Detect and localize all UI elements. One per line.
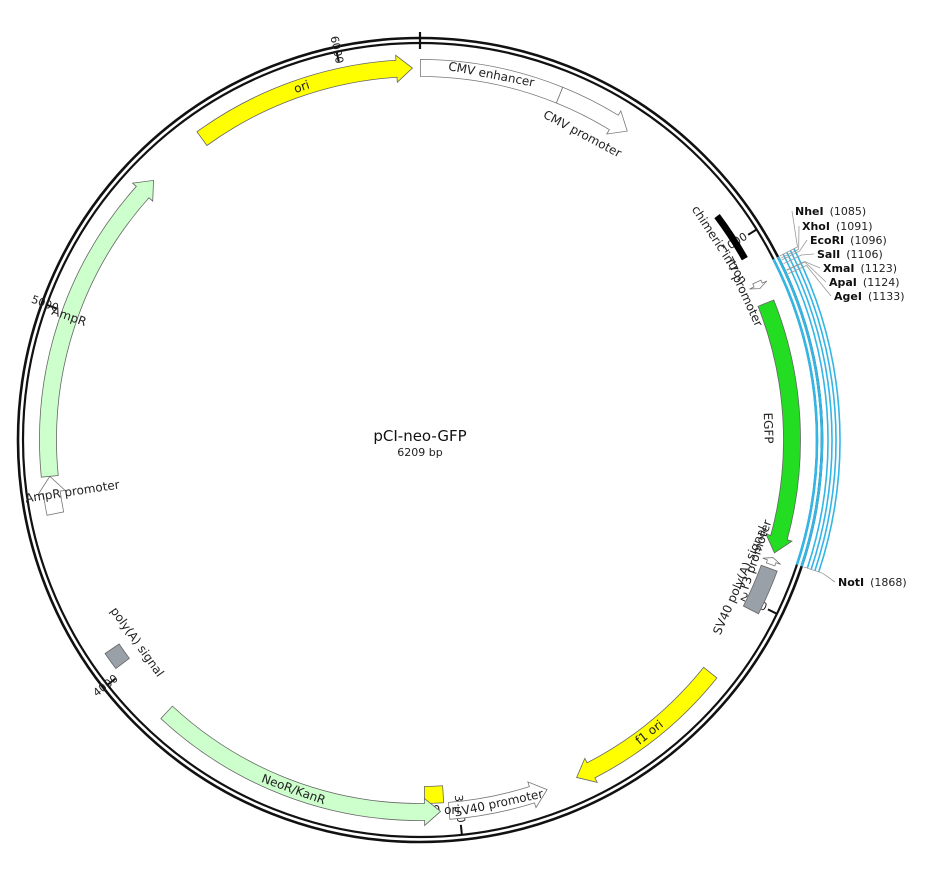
site-position: (1091): [836, 220, 873, 233]
site-position: (1085): [830, 205, 867, 218]
plasmid-length: 6209 bp: [397, 446, 442, 459]
site-leader-line: [781, 239, 808, 261]
site-name: XhoI: [802, 220, 830, 233]
site-position: (1096): [850, 234, 887, 247]
site-position: (1868): [870, 576, 907, 589]
tick-mark: [767, 608, 778, 615]
site-name: EcoRI: [810, 234, 844, 247]
f1-ori-arrow: [576, 666, 718, 783]
ori-arrow: [196, 54, 414, 147]
tick-mark: [46, 303, 57, 310]
mcs-backbone-highlight: [772, 258, 819, 566]
site-leader-line: [788, 264, 832, 297]
site-leader-line: [803, 566, 836, 583]
site-position: (1124): [863, 276, 900, 289]
ampr-promoter-arrow: [37, 475, 66, 516]
chimeric-intron-arrow: [714, 214, 748, 261]
cmv-promoter-arrow: [555, 86, 628, 135]
t7-promoter-label: T7 promoter: [722, 254, 766, 329]
site-name: AgeI: [834, 290, 862, 303]
mcs-region: [772, 248, 841, 573]
mcs-arc-line: [786, 252, 833, 570]
egfp-label: EGFP: [761, 412, 776, 443]
neor-kanr-arrow: [160, 705, 442, 827]
mcs-arc-line: [789, 250, 837, 571]
tick-label: 6000: [327, 35, 346, 65]
egfp-arrow: [757, 299, 801, 554]
site-position: (1133): [868, 290, 905, 303]
site-leader-line: [780, 225, 800, 259]
site-name: NotI: [838, 576, 864, 589]
mcs-arc-line: [782, 253, 829, 569]
mcs-arc-line: [793, 248, 841, 573]
site-name: NheI: [795, 205, 824, 218]
mcs-backbone-highlight: [776, 256, 824, 567]
site-name: SalI: [817, 248, 840, 261]
t3-promoter-arrow: [762, 557, 781, 567]
polya-signal-arrow: [104, 643, 130, 670]
site-leader-line: [786, 261, 821, 271]
plasmid-name: pCI-neo-GFP: [373, 427, 466, 445]
tick-mark: [335, 51, 340, 62]
site-leader-line: [783, 253, 815, 265]
sv40-ori-arrow: [423, 785, 445, 804]
site-name: XmaI: [823, 262, 854, 275]
t7-promoter-arrow: [749, 279, 768, 290]
site-position: (1106): [846, 248, 883, 261]
restriction-sites: NheI (1085)XhoI (1091)EcoRI (1096) SalI (1106…: [779, 205, 907, 589]
sv40-promoter-label: SV40 promoter: [453, 787, 545, 820]
site-name: ApaI: [829, 276, 857, 289]
tick-mark: [106, 677, 116, 686]
site-position: (1123): [860, 262, 897, 275]
site-leader-line: [786, 261, 827, 283]
site-leader-line: [779, 210, 798, 257]
sv40-promoter-arrow: [448, 781, 548, 820]
tick-mark: [747, 228, 758, 236]
ampr-arrow: [39, 179, 154, 478]
sv40-polya-arrow: [742, 564, 778, 615]
ori-label: ori: [292, 78, 311, 96]
ampr-promoter-label: AmpR promoter: [24, 478, 120, 506]
cmv-enhancer-label: CMV enhancer: [447, 59, 535, 89]
tick-mark: [459, 824, 463, 835]
